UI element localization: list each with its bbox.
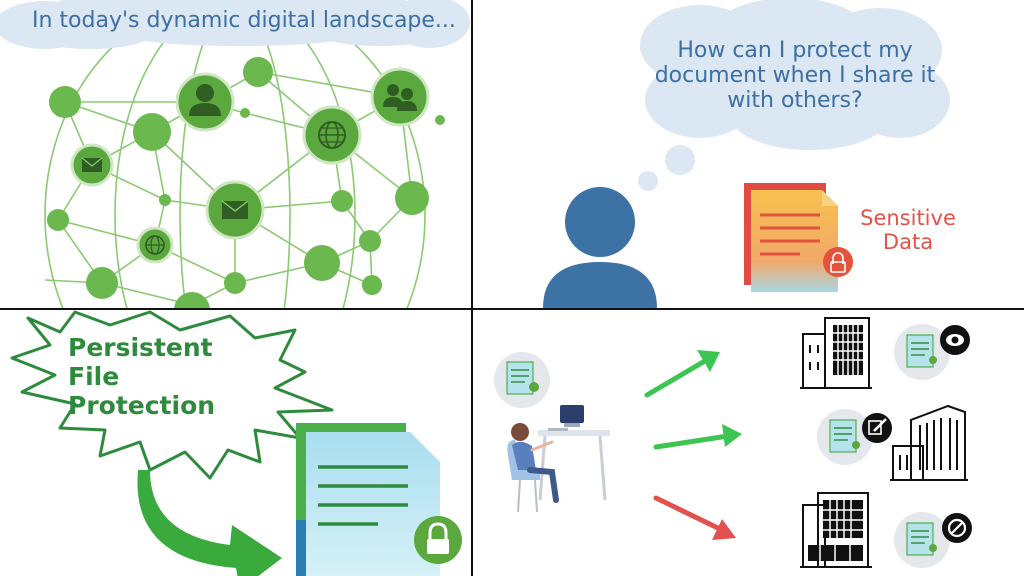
person-icon bbox=[543, 187, 657, 308]
person-scene bbox=[543, 0, 950, 308]
sensitive-document-icon bbox=[744, 183, 853, 292]
globe-icon bbox=[302, 105, 362, 165]
share-arrow-green bbox=[653, 424, 742, 450]
globe-icon bbox=[136, 226, 174, 264]
thought-cloud bbox=[638, 0, 950, 191]
sharing-panel bbox=[473, 310, 1024, 576]
network-graph bbox=[0, 0, 470, 309]
user-icon bbox=[175, 72, 235, 132]
building-icon bbox=[800, 492, 872, 568]
intro-text: In today's dynamic digital landscape... bbox=[32, 8, 456, 33]
question-text: How can I protect my document when I sha… bbox=[654, 38, 936, 113]
building-icon bbox=[800, 317, 872, 389]
document-icon bbox=[894, 512, 950, 568]
lock-icon bbox=[414, 516, 462, 564]
panel-divider-horizontal bbox=[0, 308, 1024, 310]
sharing-scene bbox=[494, 317, 972, 568]
network-nodes bbox=[47, 57, 445, 309]
person-panel bbox=[473, 0, 1024, 309]
share-arrow-red bbox=[653, 495, 736, 540]
network-panel bbox=[0, 0, 472, 309]
curved-arrow bbox=[137, 470, 282, 576]
woman-at-computer bbox=[507, 405, 610, 513]
sensitive-data-label: Sensitive Data bbox=[860, 206, 956, 254]
users-icon bbox=[370, 67, 430, 127]
eye-icon bbox=[940, 325, 970, 355]
intro-cloud bbox=[0, 0, 470, 49]
protected-document-icon bbox=[296, 423, 462, 576]
protection-panel bbox=[0, 310, 472, 576]
document-icon bbox=[894, 324, 950, 380]
building-icon bbox=[890, 404, 968, 481]
block-icon bbox=[942, 513, 972, 543]
lock-icon bbox=[823, 247, 853, 277]
persistent-protection-title: Persistent File Protection bbox=[68, 333, 216, 420]
share-arrow-green bbox=[644, 350, 720, 398]
document-icon bbox=[817, 409, 873, 465]
document-icon bbox=[494, 352, 550, 408]
edit-icon bbox=[862, 413, 892, 443]
protection-scene bbox=[10, 310, 462, 576]
mail-icon bbox=[205, 180, 265, 240]
mail-icon bbox=[70, 143, 114, 187]
speech-burst bbox=[10, 310, 334, 480]
panel-divider-vertical bbox=[471, 0, 473, 576]
